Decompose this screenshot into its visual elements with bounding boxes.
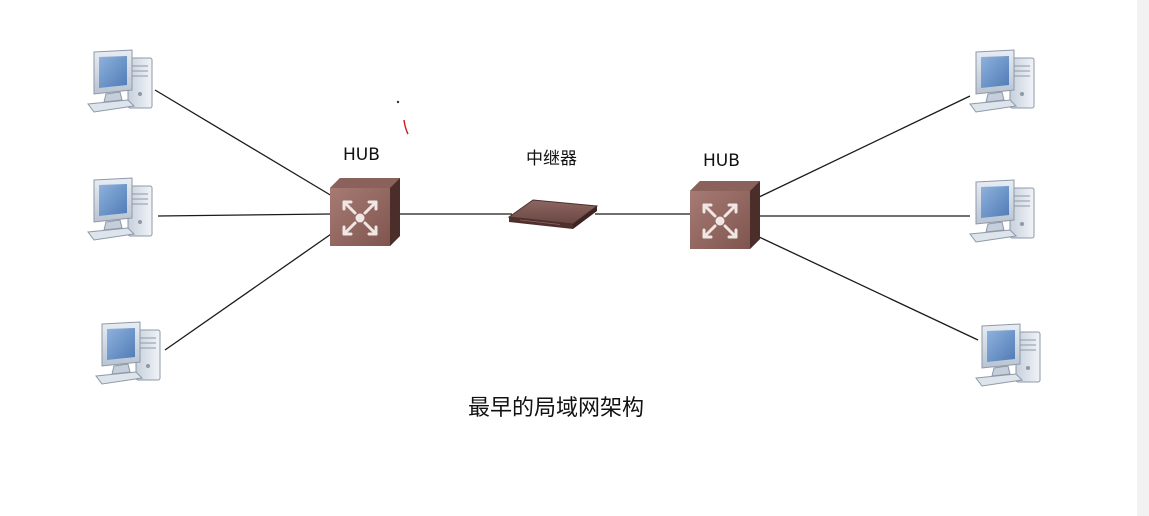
computer-icon	[87, 177, 153, 241]
computer-icon	[87, 49, 153, 113]
computer-icon	[969, 49, 1035, 113]
cable-right-1	[756, 95, 971, 199]
computer-icon	[969, 179, 1035, 243]
computer-icon	[975, 323, 1041, 387]
scrollbar[interactable]	[1137, 0, 1149, 516]
hub-label-right: HUB	[703, 151, 740, 171]
cable-right-3	[756, 235, 979, 341]
annotation-mark	[396, 100, 409, 135]
cable-left-3	[164, 231, 335, 351]
hub-label-left: HUB	[343, 145, 380, 165]
diagram-caption: 最早的局域网架构	[468, 396, 645, 421]
computer-icon	[95, 321, 161, 385]
repeater-label: 中继器	[526, 149, 577, 169]
hub-icon-right	[688, 179, 762, 251]
repeater-icon	[507, 199, 599, 229]
cable-left-1	[154, 89, 333, 197]
cable-left-2	[157, 213, 331, 217]
hub-icon-left	[328, 176, 402, 248]
